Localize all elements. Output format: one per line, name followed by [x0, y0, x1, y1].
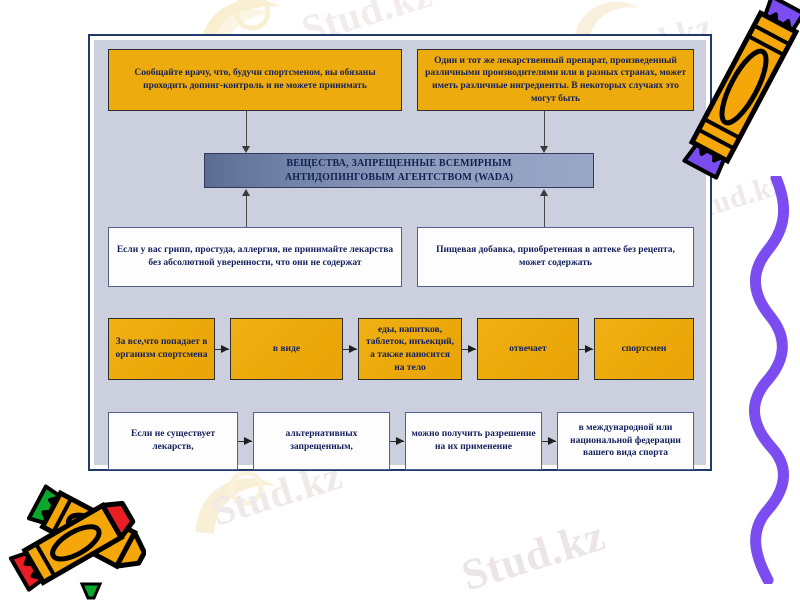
node-mid-left-text: Если у вас грипп, простуда, аллергия, не… [116, 245, 394, 268]
node-center-title[interactable]: ВЕЩЕСТВА, ЗАПРЕЩЕННЫЕ ВСЕМИРНЫМ АНТИДОПИ… [204, 153, 594, 188]
node-chain-4-text: отвечает [509, 343, 547, 354]
node-chain-2-text: в виде [272, 343, 301, 354]
node-mid-left[interactable]: Если у вас грипп, простуда, аллергия, не… [108, 227, 402, 287]
arrowhead-midright-center [540, 189, 548, 196]
node-bottom-2[interactable]: альтернативных запрещенным, [253, 412, 390, 470]
node-chain-5-text: спортсмен [621, 343, 667, 354]
arrowhead-bottom-2-3 [396, 437, 404, 445]
node-chain-1-text: За все,что попадает в организм спортсмен… [115, 337, 208, 360]
node-chain-3[interactable]: еды, напитков, таблеток, инъекций, а так… [358, 318, 462, 380]
connector-midleft-center [246, 195, 247, 228]
diagram-canvas: Сообщайте врачу, что, будучи спортсменом… [94, 40, 706, 470]
node-chain-1[interactable]: За все,что попадает в организм спортсмен… [108, 318, 215, 380]
arrowhead-bottom-3-4 [548, 437, 556, 445]
arrowhead-bottom-1-2 [244, 437, 252, 445]
connector-topright-center [544, 111, 545, 147]
watermark-text-6: Stud.kz [456, 510, 611, 601]
node-mid-right-text: Пищевая добавка, приобретенная в аптеке … [436, 245, 675, 268]
node-chain-2[interactable]: в виде [230, 318, 343, 380]
node-bottom-4-text: в международной или национальной федерац… [570, 423, 681, 459]
arrowhead-topleft-center [242, 146, 250, 153]
arrowhead-midleft-center [242, 189, 250, 196]
arrowhead-chain-3-4 [468, 345, 476, 353]
node-top-right-text: Один и тот же лекарственный препарат, пр… [425, 55, 686, 104]
node-bottom-3[interactable]: можно получить разрешение на их применен… [405, 412, 542, 470]
node-bottom-1[interactable]: Если не существует лекарств, [108, 412, 238, 470]
connector-midright-center [544, 195, 545, 228]
node-bottom-4[interactable]: в международной или национальной федерац… [557, 412, 694, 470]
node-center-line1: ВЕЩЕСТВА, ЗАПРЕЩЕННЫЕ ВСЕМИРНЫМ [286, 158, 512, 170]
arrowhead-chain-2-3 [349, 345, 357, 353]
node-center-line2: АНТИДОПИНГОВЫМ АГЕНТСТВОМ (WADA) [284, 171, 514, 183]
node-chain-4[interactable]: отвечает [477, 318, 579, 380]
watermark-logo-low [196, 470, 276, 534]
node-top-right[interactable]: Один и тот же лекарственный препарат, пр… [417, 49, 694, 111]
arrowhead-topright-center [540, 146, 548, 153]
connector-topleft-center [246, 111, 247, 147]
node-chain-5[interactable]: спортсмен [594, 318, 694, 380]
arrowhead-chain-1-2 [221, 345, 229, 353]
crayon-top-right [682, 0, 800, 180]
diagram-panel: Сообщайте врачу, что, будучи спортсменом… [88, 34, 712, 471]
purple-squiggle [749, 176, 790, 584]
node-chain-3-text: еды, напитков, таблеток, инъекций, а так… [365, 324, 455, 373]
node-bottom-3-text: можно получить разрешение на их применен… [411, 429, 536, 452]
node-bottom-2-text: альтернативных запрещенным, [285, 429, 358, 452]
arrowhead-chain-4-5 [585, 345, 593, 353]
node-bottom-1-text: Если не существует лекарств, [130, 429, 216, 452]
node-top-left-text: Сообщайте врачу, что, будучи спортсменом… [134, 68, 376, 91]
node-mid-right[interactable]: Пищевая добавка, приобретенная в аптеке … [417, 227, 694, 287]
crayons-bottom-left [8, 484, 146, 600]
node-top-left[interactable]: Сообщайте врачу, что, будучи спортсменом… [108, 49, 402, 111]
